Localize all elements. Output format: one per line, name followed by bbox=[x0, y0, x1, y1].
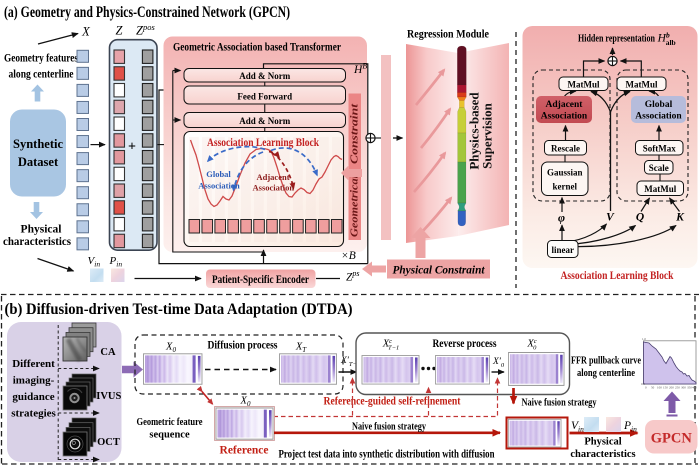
svg-text:Reverse process: Reverse process bbox=[433, 338, 497, 350]
svg-text:(b) Diffusion-driven Test-time: (b) Diffusion-driven Test-time Data Adap… bbox=[5, 301, 353, 318]
svg-text:kernel: kernel bbox=[553, 182, 578, 192]
svg-text:sequence: sequence bbox=[149, 430, 190, 441]
svg-text:200: 200 bbox=[669, 386, 674, 390]
svg-text:300: 300 bbox=[681, 386, 686, 390]
svg-text:strategies: strategies bbox=[11, 408, 56, 420]
svg-text:Global: Global bbox=[206, 169, 231, 179]
svg-text:0.4: 0.4 bbox=[641, 382, 645, 386]
svg-text:Physical: Physical bbox=[584, 437, 621, 448]
svg-text:100: 100 bbox=[657, 386, 662, 390]
svg-text:MatMul: MatMul bbox=[626, 79, 658, 89]
svg-text:OCT: OCT bbox=[97, 437, 120, 448]
svg-text:K: K bbox=[675, 212, 685, 224]
svg-text:characteristics: characteristics bbox=[3, 236, 71, 248]
svg-text:0: 0 bbox=[645, 386, 647, 390]
svg-text:MatMul: MatMul bbox=[644, 184, 676, 194]
svg-text:50: 50 bbox=[651, 386, 655, 390]
svg-text:Physics-based: Physics-based bbox=[467, 92, 482, 170]
svg-text:V: V bbox=[606, 212, 615, 224]
svg-text:guidance: guidance bbox=[12, 391, 54, 403]
svg-text:SoftMax: SoftMax bbox=[643, 144, 676, 154]
svg-text:Different: Different bbox=[12, 358, 55, 370]
svg-text:Project test data into synthet: Project test data into synthetic distrib… bbox=[279, 449, 495, 461]
svg-text:400: 400 bbox=[692, 386, 697, 390]
svg-text:GPCN: GPCN bbox=[651, 431, 693, 447]
svg-text:Geometrical: Geometrical bbox=[349, 175, 360, 237]
svg-text:Physical Constraint: Physical Constraint bbox=[393, 265, 486, 277]
svg-text:Scale: Scale bbox=[649, 163, 669, 173]
svg-text:Naive fusion strategy: Naive fusion strategy bbox=[522, 397, 597, 409]
svg-text:X0: X0 bbox=[240, 396, 251, 409]
svg-text:Reference-guided self-refineme: Reference-guided self-refinement bbox=[324, 396, 461, 408]
svg-text:Xc0: Xc0 bbox=[526, 338, 537, 352]
svg-text:250: 250 bbox=[675, 386, 680, 390]
svg-text:IVUS: IVUS bbox=[96, 391, 121, 402]
svg-text:350: 350 bbox=[687, 386, 692, 390]
svg-text:Geometric feature: Geometric feature bbox=[137, 417, 203, 428]
svg-text:Supervision: Supervision bbox=[480, 102, 495, 169]
svg-text:Q: Q bbox=[636, 212, 644, 224]
svg-text:1.0: 1.0 bbox=[642, 337, 646, 341]
svg-text:Association: Association bbox=[635, 112, 682, 122]
svg-text:Synthetic: Synthetic bbox=[13, 137, 63, 151]
svg-text:(a) Geometry and Physics-Const: (a) Geometry and Physics-Constrained Net… bbox=[4, 4, 290, 21]
svg-text:Physical: Physical bbox=[21, 224, 62, 236]
svg-text:Association: Association bbox=[253, 183, 295, 193]
svg-text:Dataset: Dataset bbox=[18, 155, 59, 169]
svg-text:Association Learning Block: Association Learning Block bbox=[207, 137, 319, 149]
svg-text:Rescale: Rescale bbox=[551, 144, 580, 154]
svg-text:Association: Association bbox=[198, 181, 240, 191]
svg-text:Naive fusion strategy: Naive fusion strategy bbox=[352, 421, 426, 433]
svg-text:Geometry features: Geometry features bbox=[4, 53, 78, 65]
svg-text:Regression Module: Regression Module bbox=[407, 29, 489, 41]
svg-text:×B: ×B bbox=[341, 250, 356, 262]
svg-text:Geometric Association based Tr: Geometric Association based Transformer bbox=[173, 42, 341, 54]
svg-text:Diffusion process: Diffusion process bbox=[208, 340, 278, 352]
svg-text:Adjacent: Adjacent bbox=[546, 100, 584, 110]
svg-text:CA: CA bbox=[100, 347, 116, 358]
svg-text:Reference: Reference bbox=[220, 445, 269, 457]
svg-text:Feed Forward: Feed Forward bbox=[237, 91, 292, 101]
svg-text:imaging-: imaging- bbox=[13, 375, 55, 387]
svg-text:characteristics: characteristics bbox=[570, 449, 635, 460]
svg-text:Add & Norm: Add & Norm bbox=[239, 116, 291, 126]
svg-text:X: X bbox=[81, 25, 91, 39]
svg-text:along centerline: along centerline bbox=[9, 69, 74, 81]
svg-text:Association Learning Block: Association Learning Block bbox=[561, 268, 674, 282]
svg-text:150: 150 bbox=[663, 386, 668, 390]
svg-text:X0: X0 bbox=[165, 342, 176, 355]
svg-text:Add & Norm: Add & Norm bbox=[239, 71, 291, 81]
svg-text:+: + bbox=[128, 140, 136, 155]
svg-text:Constraint: Constraint bbox=[349, 102, 360, 164]
svg-text:linear: linear bbox=[552, 245, 575, 255]
svg-text:Gaussian: Gaussian bbox=[547, 168, 583, 178]
svg-text:FFR pullback curve: FFR pullback curve bbox=[571, 356, 641, 367]
svg-text:along centerline: along centerline bbox=[577, 368, 635, 379]
svg-text:Adjacent: Adjacent bbox=[256, 172, 289, 182]
svg-text:φ: φ bbox=[558, 211, 565, 225]
svg-text:Z: Z bbox=[116, 24, 124, 38]
svg-text:Patient-Specific Encoder: Patient-Specific Encoder bbox=[212, 274, 309, 286]
svg-text:MatMul: MatMul bbox=[568, 79, 600, 89]
svg-text:Global: Global bbox=[645, 100, 673, 110]
svg-text:Association: Association bbox=[541, 112, 588, 122]
